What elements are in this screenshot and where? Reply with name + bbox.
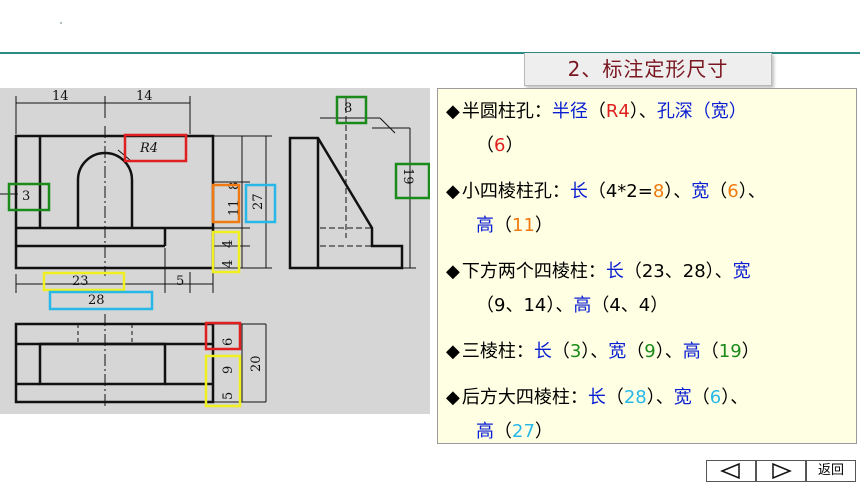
next-button[interactable] <box>756 460 806 482</box>
highlight-27 <box>244 183 277 224</box>
dim-4-upper: 4 <box>221 240 236 248</box>
technical-drawing: 14 14 R4 3 8 11 27 4 4 23 5 28 8 19 <box>0 88 430 414</box>
diamond-bullet-icon: ◆ <box>446 341 460 362</box>
note-small-prism-hole: ◆小四棱柱孔：长（4*2=8）、宽（6）、 高（11） <box>446 181 766 236</box>
notes-panel: ◆半圆柱孔：半径（R4）、孔深（宽） （6） ◆小四棱柱孔：长（4*2=8）、宽… <box>437 88 857 444</box>
highlight-19 <box>394 162 430 200</box>
top-view <box>14 322 215 404</box>
header-rule <box>0 52 860 54</box>
highlight-6 <box>204 321 242 351</box>
dim-5: 5 <box>176 274 184 289</box>
prev-button[interactable] <box>706 460 756 482</box>
dim-20: 20 <box>249 355 264 372</box>
dim-23: 23 <box>72 274 89 289</box>
note-triangular-prism: ◆三棱柱：长（3）、宽（9）、高（19） <box>446 341 760 362</box>
highlight-boxes <box>7 95 430 408</box>
triangle-right-icon <box>772 463 792 479</box>
highlight-8 <box>335 95 368 125</box>
note-two-lower-prisms: ◆下方两个四棱柱：长（23、28）、宽 （9、14）、高（4、4） <box>446 261 751 316</box>
dim-r4: R4 <box>139 141 158 156</box>
dim-9: 9 <box>221 366 236 374</box>
note-rear-large-prism: ◆后方大四棱柱：长（28）、宽（6）、 高（27） <box>446 387 749 442</box>
section-title: 2、标注定形尺寸 <box>524 53 772 86</box>
front-view <box>14 134 215 270</box>
back-button[interactable]: 返回 <box>806 460 856 482</box>
highlight-9-5 <box>204 354 242 408</box>
triangle-left-icon <box>720 463 740 479</box>
three-view-drawing: 14 14 R4 3 8 11 27 4 4 23 5 28 8 19 <box>0 89 430 408</box>
dim-27: 27 <box>251 193 266 210</box>
dim-19: 19 <box>400 168 415 185</box>
highlight-23 <box>42 271 126 292</box>
dim-5-bottom: 5 <box>221 392 236 400</box>
dim-3: 3 <box>22 189 30 204</box>
decorative-dot <box>60 22 62 24</box>
highlight-11 <box>211 183 241 224</box>
diamond-bullet-icon: ◆ <box>446 387 460 408</box>
side-view <box>288 136 404 270</box>
dim-14-right: 14 <box>136 89 153 104</box>
note-semicylinder-hole: ◆半圆柱孔：半径（R4）、孔深（宽） （6） <box>446 101 747 156</box>
diamond-bullet-icon: ◆ <box>446 101 460 122</box>
dim-14-left: 14 <box>52 89 69 104</box>
dim-6: 6 <box>221 338 236 346</box>
highlight-r4 <box>123 133 188 163</box>
highlight-28 <box>48 290 154 311</box>
diamond-bullet-icon: ◆ <box>446 181 460 202</box>
highlight-3 <box>7 182 51 212</box>
dim-4-lower: 4 <box>221 260 236 268</box>
highlight-4-4 <box>211 230 241 274</box>
diamond-bullet-icon: ◆ <box>446 261 460 282</box>
dim-8-top: 8 <box>344 101 352 116</box>
dim-28: 28 <box>88 293 105 308</box>
